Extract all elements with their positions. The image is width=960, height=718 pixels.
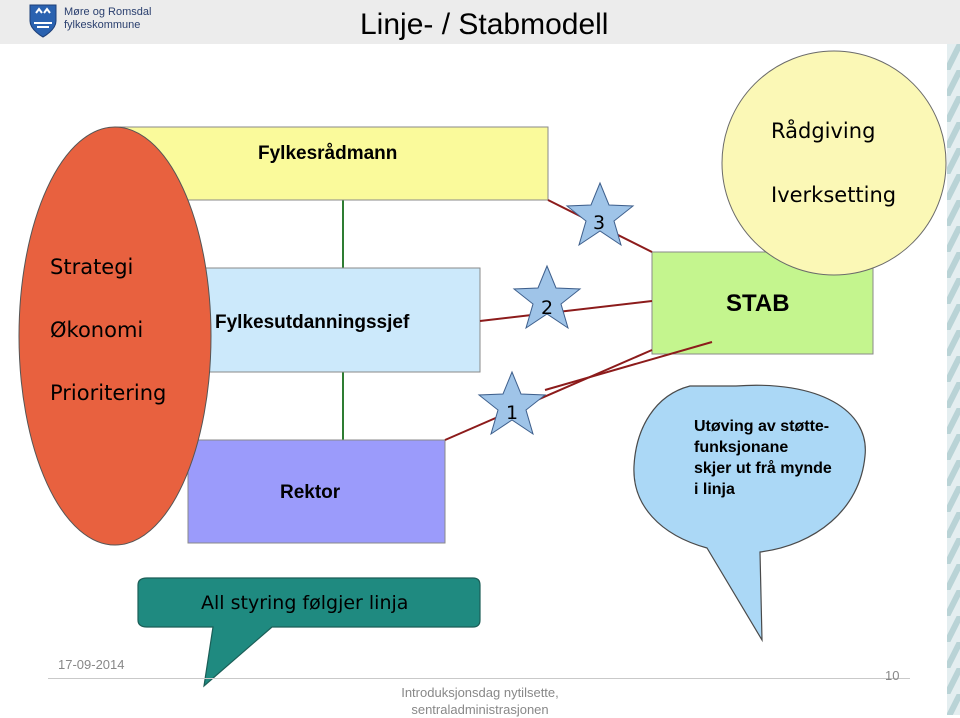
footer-center-line-2: sentraladministrasjonen bbox=[411, 702, 549, 717]
footer-divider bbox=[48, 678, 910, 679]
oval-item-strategi: Strategi bbox=[50, 255, 134, 279]
speech-bubble bbox=[633, 384, 866, 643]
circle-item-iverksetting: Iverksetting bbox=[771, 183, 897, 207]
circle-item-radgiving: Rådgiving bbox=[771, 119, 876, 143]
oval-strategy bbox=[18, 126, 212, 546]
footer-center-line-1: Introduksjonsdag nytilsette, bbox=[401, 685, 559, 700]
header-bar bbox=[0, 0, 960, 44]
circle-advisory bbox=[721, 50, 947, 276]
connector-1 bbox=[444, 349, 653, 441]
bubble-line-3: skjer ut frå mynde bbox=[694, 460, 832, 477]
label-fylkesradmann: Fylkesrådmann bbox=[258, 143, 398, 164]
page-number: 10 bbox=[885, 668, 900, 683]
star-1 bbox=[477, 370, 547, 436]
logo-line-2: fylkeskommune bbox=[64, 19, 141, 31]
callout-shape bbox=[137, 577, 481, 688]
logo-line-1: Møre og Romsdal bbox=[64, 6, 152, 18]
star-3 bbox=[565, 181, 635, 247]
label-stab: STAB bbox=[726, 290, 790, 317]
star-label-3: 3 bbox=[593, 212, 606, 234]
star-label-2: 2 bbox=[541, 297, 554, 319]
label-rektor: Rektor bbox=[280, 482, 341, 503]
star-2 bbox=[512, 264, 582, 330]
bubble-line-1: Utøving av støtte- bbox=[694, 418, 830, 435]
oval-item-prioritering: Prioritering bbox=[50, 381, 167, 405]
star-label-1: 1 bbox=[506, 402, 519, 424]
box-fylkesutdanningssjef bbox=[159, 267, 481, 373]
callout-text: All styring følgjer linja bbox=[201, 592, 409, 614]
bubble-line-4: i linja bbox=[694, 481, 735, 498]
oval-item-okonomi: Økonomi bbox=[50, 318, 144, 342]
slide-title: Linje- / Stabmodell bbox=[360, 8, 609, 41]
footer-center: Introduksjonsdag nytilsette, sentraladmi… bbox=[395, 684, 565, 718]
organization-logo-text: Møre og Romsdal fylkeskommune bbox=[64, 6, 151, 32]
decorative-side-strip bbox=[947, 44, 960, 715]
bubble-text: Utøving av støtte- funksjonane skjer ut … bbox=[694, 416, 832, 500]
connector-2 bbox=[479, 300, 653, 322]
footer-date: 17-09-2014 bbox=[58, 657, 125, 672]
bubble-line-2: funksjonane bbox=[694, 439, 789, 456]
box-rektor bbox=[187, 439, 446, 544]
coat-of-arms-icon bbox=[29, 4, 57, 38]
connector-1b bbox=[544, 341, 713, 391]
label-fylkesutdanningssjef: Fylkesutdanningssjef bbox=[215, 312, 410, 333]
